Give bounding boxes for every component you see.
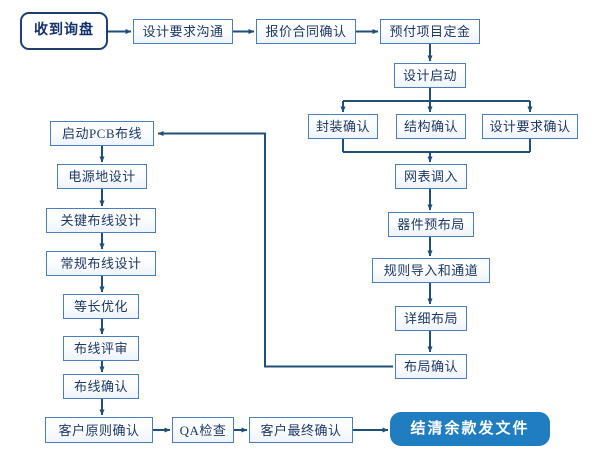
flow-node-label: 设计要求确认 <box>489 119 571 134</box>
flow-node-n10[interactable]: 器件预布局 <box>388 212 474 237</box>
flow-node-n13[interactable]: 布局确认 <box>395 354 467 379</box>
flow-node-n24[interactable]: 结清余款发文件 <box>390 412 550 446</box>
flow-node-label: 预付项目定金 <box>389 24 471 39</box>
flow-node-label: 报价合同确认 <box>265 24 347 39</box>
flow-node-label: 电源地设计 <box>68 169 136 184</box>
flow-node-n2[interactable]: 设计要求沟通 <box>133 19 233 44</box>
flow-node-label: QA检查 <box>179 422 227 438</box>
flow-node-n14[interactable]: 启动PCB布线 <box>50 121 154 146</box>
flow-node-label: 收到询盘 <box>34 23 94 38</box>
flow-node-label: 规则导入和通道 <box>383 263 479 278</box>
flow-node-n15[interactable]: 电源地设计 <box>57 164 147 189</box>
flow-node-n7[interactable]: 结构确认 <box>396 114 466 139</box>
flow-node-n3[interactable]: 报价合同确认 <box>256 19 356 44</box>
flow-node-label: 布局确认 <box>403 359 458 374</box>
flow-node-n8[interactable]: 设计要求确认 <box>482 114 578 139</box>
flow-node-n9[interactable]: 网表调入 <box>395 164 467 189</box>
flow-node-n12[interactable]: 详细布局 <box>395 306 467 331</box>
flow-node-label: 布线评审 <box>73 341 128 356</box>
flow-node-label: 设计启动 <box>402 68 457 83</box>
flow-node-label: 布线确认 <box>73 379 128 394</box>
flow-node-label: 详细布局 <box>403 311 458 326</box>
flow-node-n20[interactable]: 布线确认 <box>63 374 139 399</box>
flow-node-label: 常规布线设计 <box>60 256 142 271</box>
flow-node-label: 网表调入 <box>403 169 458 184</box>
edge-n13-n14-feedback <box>157 130 393 368</box>
flow-node-label: 启动PCB布线 <box>61 126 143 141</box>
flow-node-label: 客户最终确认 <box>260 422 342 438</box>
flow-node-label: 封装确认 <box>315 119 370 134</box>
flow-node-n4[interactable]: 预付项目定金 <box>380 19 480 44</box>
flow-node-n6[interactable]: 封装确认 <box>308 114 378 139</box>
flow-node-label: 器件预布局 <box>397 217 465 232</box>
flow-node-n11[interactable]: 规则导入和通道 <box>372 258 490 283</box>
flow-node-label: 等长优化 <box>73 299 128 314</box>
flow-node-label: 关键布线设计 <box>60 213 142 228</box>
flow-node-n19[interactable]: 布线评审 <box>63 336 139 361</box>
flow-node-n17[interactable]: 常规布线设计 <box>46 251 156 276</box>
flow-node-label: 客户原则确认 <box>58 422 140 438</box>
flow-node-n16[interactable]: 关键布线设计 <box>46 208 156 233</box>
flow-node-n5[interactable]: 设计启动 <box>394 63 466 88</box>
flow-node-n1[interactable]: 收到询盘 <box>20 12 108 50</box>
flow-node-n21[interactable]: 客户原则确认 <box>45 417 153 443</box>
flow-node-n18[interactable]: 等长优化 <box>63 294 139 319</box>
flow-node-label: 结清余款发文件 <box>410 420 530 437</box>
flow-node-n23[interactable]: 客户最终确认 <box>249 417 353 443</box>
flow-node-label: 结构确认 <box>403 119 458 134</box>
flow-node-n22[interactable]: QA检查 <box>172 417 234 443</box>
flow-node-label: 设计要求沟通 <box>142 24 224 39</box>
